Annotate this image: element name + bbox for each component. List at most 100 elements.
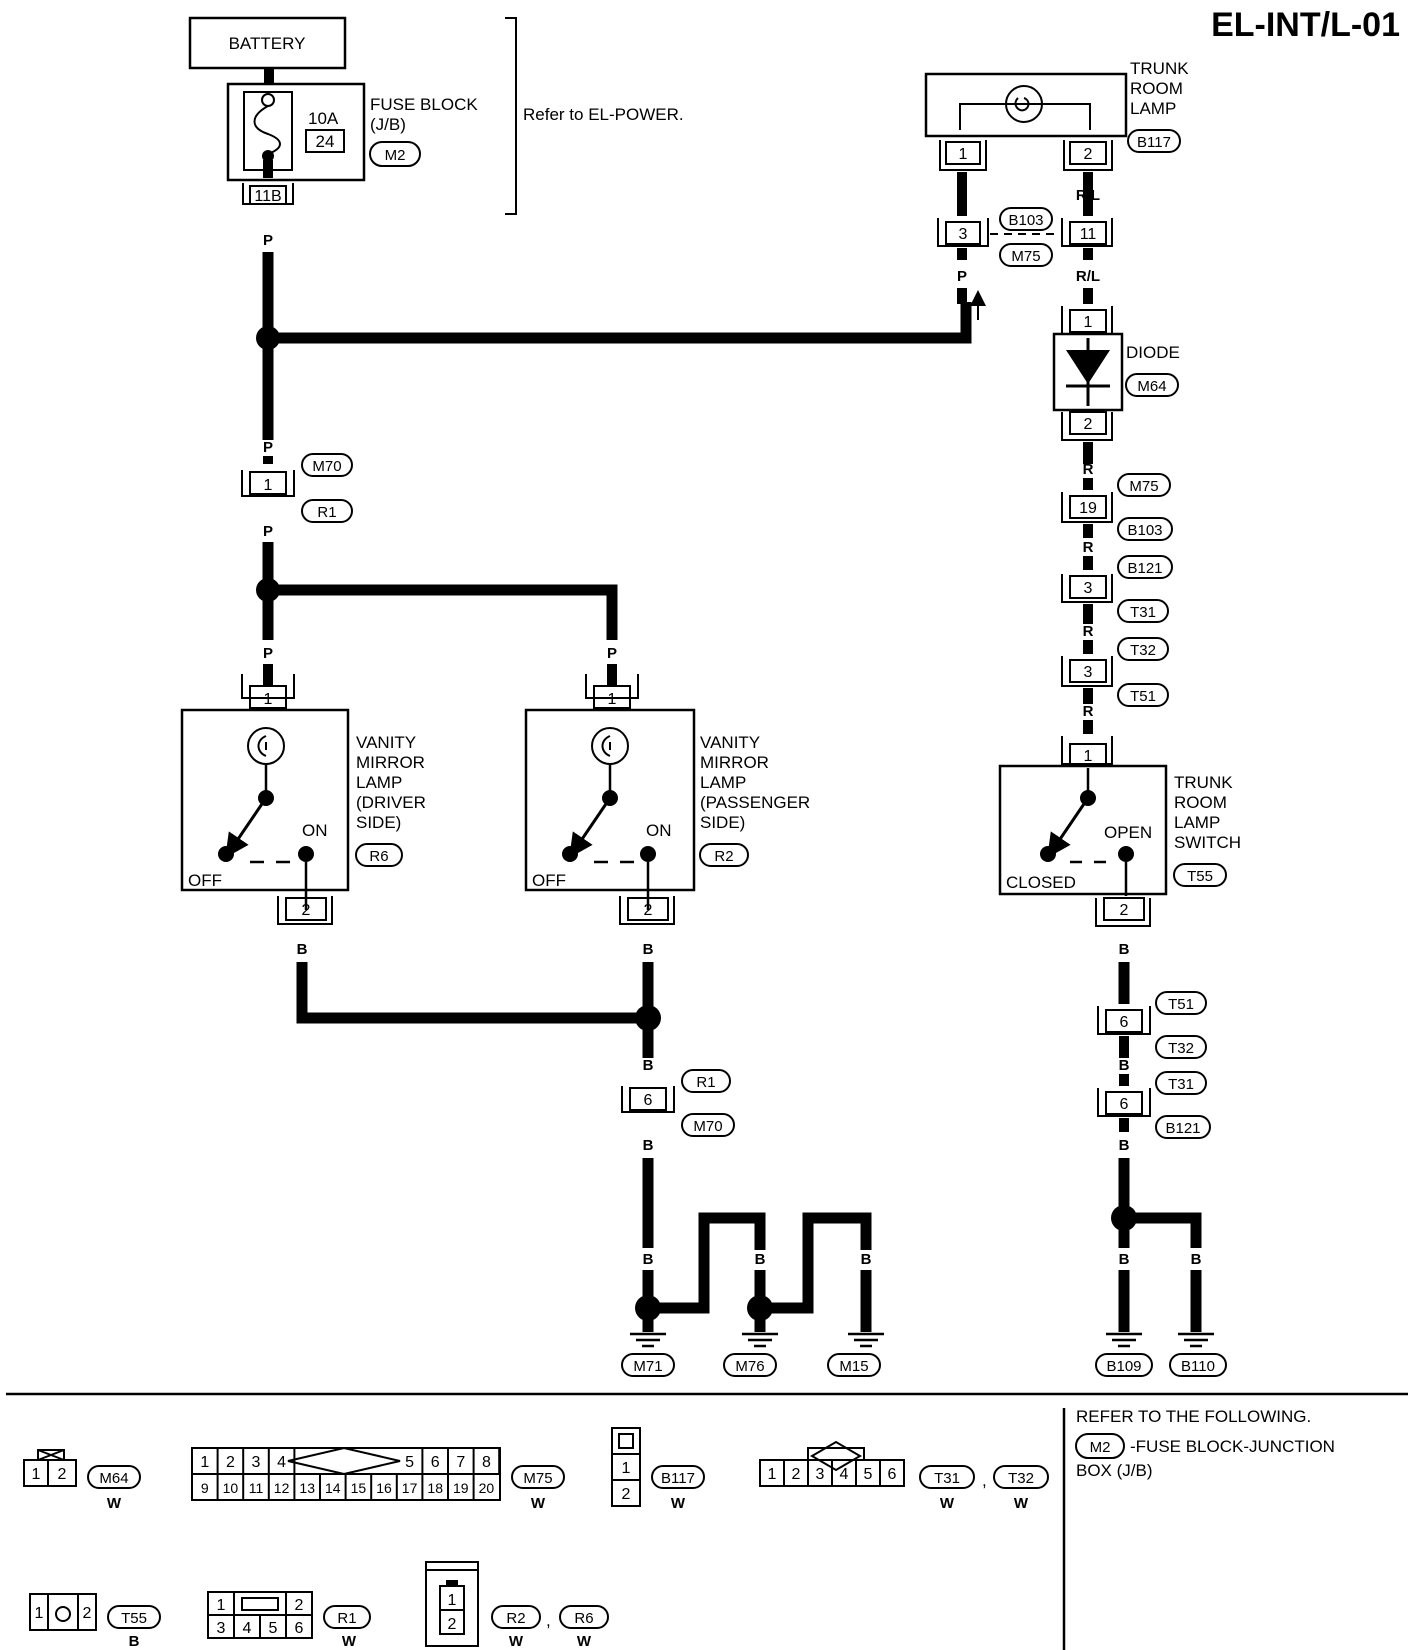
trunk-switch-label: LAMP [1174, 813, 1220, 832]
battery: BATTERY [188, 16, 347, 70]
connector-label: B121 [1165, 1120, 1200, 1137]
wire-color-r: R [1083, 461, 1094, 478]
connector-label: T31 [1130, 604, 1156, 621]
pin-label: 1 [1084, 314, 1093, 331]
pin-label: 5 [864, 1466, 873, 1483]
pin-label: 1 [768, 1466, 777, 1483]
pin-label: 1 [448, 1592, 457, 1609]
wire-color-p: P [263, 523, 273, 540]
vanity-mirror-lamp-passenger: 1 OFF ON 2 [524, 664, 696, 925]
pin-label: 5 [405, 1454, 414, 1471]
connector-label: B103 [1008, 212, 1043, 229]
connector-label: T32 [1008, 1470, 1034, 1487]
connector-label: R6 [574, 1610, 593, 1627]
connector-label: M75 [1011, 248, 1040, 265]
pin-label: 2 [83, 1605, 92, 1622]
connector-label: R1 [337, 1610, 356, 1627]
switch-off-label: OFF [188, 871, 222, 890]
fuse-block-sub-label: (J/B) [370, 115, 406, 134]
pin-label: 2 [295, 1597, 304, 1614]
connector-label: B103 [1127, 522, 1162, 539]
connector-label: T55 [1187, 868, 1213, 885]
connector-label: B117 [661, 1470, 695, 1487]
vanity-passenger-label: VANITY [700, 733, 760, 752]
wire-color-b: B [1119, 1057, 1130, 1074]
reference-text: -FUSE BLOCK-JUNCTION [1130, 1437, 1335, 1456]
trunk-room-lamp: 1 2 [924, 72, 1128, 171]
pin-label: 6 [431, 1454, 440, 1471]
splice-b-ground-1 [635, 1295, 661, 1321]
pin-label: 11 [249, 1480, 264, 1496]
connector-label: R2 [714, 848, 733, 865]
pin-label: 2 [792, 1466, 801, 1483]
wire-p-to-trunk [268, 302, 972, 344]
pin-label: 1 [217, 1597, 226, 1614]
junction-t32-t51: 3 T32 T51 [1061, 637, 1169, 707]
page-title: EL-INT/L-01 [1211, 6, 1400, 44]
connector-label: R1 [317, 504, 336, 521]
pin-label: 2 [1084, 146, 1093, 163]
pin-label: 7 [456, 1454, 465, 1471]
reference-note: REFER TO THE FOLLOWING. M2 -FUSE BLOCK-J… [1075, 1407, 1335, 1480]
fuse-block: 10A 24 [226, 82, 366, 182]
fuse-number: 24 [316, 132, 335, 151]
wire-color-b: B [643, 941, 654, 958]
pin-label: 3 [1084, 664, 1093, 681]
trunk-lamp-label: LAMP [1130, 99, 1176, 118]
pin-label: 18 [427, 1480, 443, 1496]
pin-label: 1 [264, 477, 273, 494]
pin-label: 3 [959, 226, 968, 243]
connector-color: W [940, 1495, 955, 1512]
pin-label: 13 [299, 1480, 315, 1496]
connector-color: W [531, 1495, 546, 1512]
splice-b-ground-2 [747, 1295, 773, 1321]
trunk-switch-label: TRUNK [1174, 773, 1233, 792]
ground-icon [742, 1332, 778, 1348]
pin-label: 1 [1084, 748, 1093, 765]
pin-label: 16 [376, 1480, 392, 1496]
pin-label: 15 [351, 1480, 367, 1496]
connector-label: T51 [1130, 688, 1156, 705]
splice-p-2 [256, 578, 280, 602]
vanity-passenger-label: LAMP [700, 773, 746, 792]
pin-label: 4 [840, 1466, 849, 1483]
wire-color-p: P [607, 645, 617, 662]
wire-color-p: P [263, 439, 273, 456]
splice-p-1 [256, 326, 280, 350]
connector-view-r1: 1 2 3 4 5 6 R1 W [207, 1591, 371, 1650]
connector-color: B [129, 1633, 140, 1650]
pin-label: 5 [269, 1620, 278, 1637]
trunk-room-lamp-switch: 1 CLOSED OPEN 2 [998, 736, 1168, 927]
pin-label: 2 [58, 1466, 67, 1483]
wire-color-r: R [1083, 623, 1094, 640]
connector-label: T32 [1168, 1040, 1194, 1057]
vanity-driver-label: SIDE) [356, 813, 401, 832]
pin-label: 2 [448, 1616, 457, 1633]
connector-label: M64 [99, 1470, 128, 1487]
junction-m70-r1: 1 M70 R1 [241, 453, 353, 523]
wire-color-b: B [643, 1251, 654, 1268]
connector-label: T51 [1168, 996, 1194, 1013]
switch-off-label: OFF [532, 871, 566, 890]
pin-label: 1 [608, 691, 617, 708]
connector-view-t55: 1 2 T55 B [29, 1593, 161, 1650]
wire-color-b: B [699, 1251, 710, 1268]
pin-label: 3 [252, 1454, 261, 1471]
vanity-mirror-lamp-driver: 1 OFF ON 2 [180, 664, 350, 925]
pin-label: 2 [622, 1486, 631, 1503]
fuse-terminal-label: 11B [254, 188, 281, 205]
pin-label: 19 [1079, 500, 1097, 517]
connector-label: M70 [693, 1118, 722, 1135]
wire-color-rl: R/L [1076, 268, 1100, 285]
wire-color-b: B [861, 1251, 872, 1268]
connector-label: M70 [312, 458, 341, 475]
fuse-block-connector: M2 [385, 147, 406, 164]
ground-icon [630, 1332, 666, 1348]
fuse-block-note: Refer to EL-POWER. [523, 105, 684, 124]
battery-label: BATTERY [229, 34, 306, 53]
wire-color-b: B [755, 1251, 766, 1268]
pin-label: 17 [402, 1480, 418, 1496]
pin-label: 4 [277, 1454, 286, 1471]
connector-label: M75 [1129, 478, 1158, 495]
connector-view-b117: 1 2 B117 W [611, 1427, 705, 1512]
